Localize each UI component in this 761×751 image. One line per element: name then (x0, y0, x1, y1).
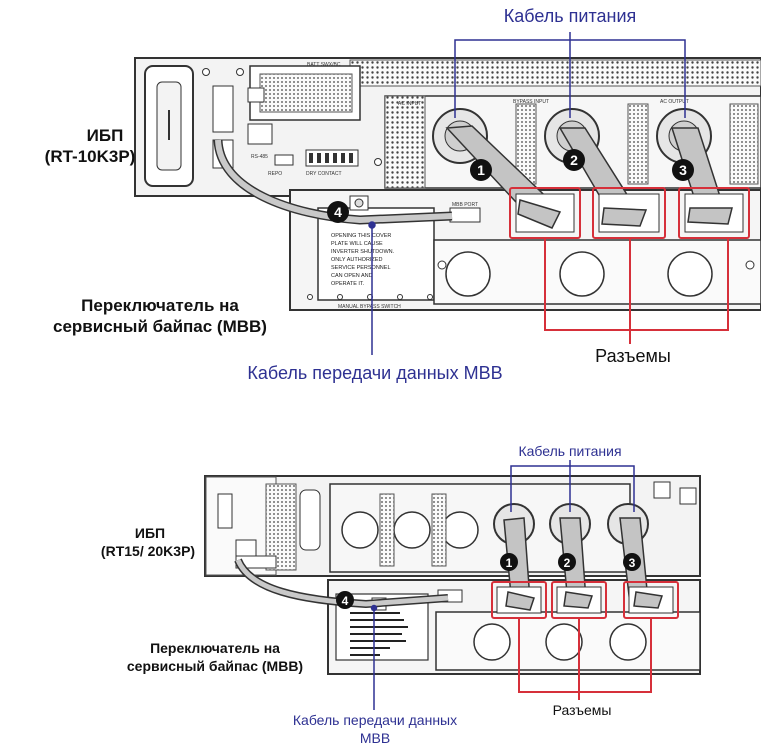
marker-4-top: 4 (327, 201, 349, 223)
power-cable-label-top: Кабель питания (490, 6, 650, 27)
warning-line-4: ONLY AUTHORIZED (331, 257, 382, 263)
mbb-label-bottom-line2: сервисный байпас (MBB) (105, 658, 325, 674)
mbb-label-bottom-line1: Переключатель на (105, 640, 325, 656)
marker-2-bottom: 2 (558, 553, 576, 571)
mbb-label-top-line1: Переключатель на (25, 296, 295, 316)
ups-label-bottom-line2: (RT15/ 20K3P) (88, 543, 208, 559)
dry-contact-text: DRY CONTACT (306, 171, 342, 177)
ac-input-text: AC INPUT (398, 101, 421, 107)
ups-label-top-line2: (RT-10K3P) (25, 147, 155, 167)
svg-text:4: 4 (334, 204, 342, 220)
connectors-label-top: Разъемы (578, 346, 688, 367)
power-cable-label-bottom: Кабель питания (505, 443, 635, 459)
marker-3-top: 3 (672, 159, 694, 181)
marker-1-top: 1 (470, 159, 492, 181)
warning-line-5: SERVICE PERSONNEL (331, 265, 391, 271)
bypass-input-text: BYPASS INPUT (513, 99, 549, 105)
marker-4-bottom: 4 (336, 591, 354, 609)
mbb-port-text: MBB PORT (452, 202, 478, 208)
svg-text:2: 2 (570, 152, 578, 168)
connectors-label-bottom: Разъемы (537, 702, 627, 718)
warning-line-2: PLATE WILL CAUSE (331, 241, 383, 247)
marker-3-bottom: 3 (623, 553, 641, 571)
manual-bypass-text: MANUAL BYPASS SWITCH (338, 304, 401, 310)
svg-text:2: 2 (564, 556, 571, 570)
svg-text:3: 3 (679, 162, 687, 178)
svg-text:1: 1 (477, 162, 485, 178)
warning-line-3: INVERTER SHUTDOWN. (331, 249, 395, 255)
data-cable-label-top: Кабель передачи данных MBB (220, 363, 530, 384)
batt-text: BATT SWX/BC (307, 62, 341, 68)
warning-line-6: CAN OPEN AND (331, 273, 373, 279)
rs485-text: RS-485 (251, 154, 268, 160)
svg-text:3: 3 (629, 556, 636, 570)
marker-1-bottom: 1 (500, 553, 518, 571)
data-cable-label-bottom-line1: Кабель передачи данных (270, 712, 480, 728)
data-cable-label-bottom-line2: MBB (330, 730, 420, 746)
svg-text:1: 1 (506, 556, 513, 570)
ups-label-top-line1: ИБП (55, 126, 155, 146)
warning-line-1: OPENING THIS COVER (331, 233, 391, 239)
ups-label-bottom-line1: ИБП (110, 525, 190, 541)
repo-text: REPO (268, 171, 282, 177)
svg-text:4: 4 (342, 594, 349, 608)
warning-line-7: OPERATE IT. (331, 281, 365, 287)
marker-2-top: 2 (563, 149, 585, 171)
mbb-label-top-line2: сервисный байпас (MBB) (25, 317, 295, 337)
